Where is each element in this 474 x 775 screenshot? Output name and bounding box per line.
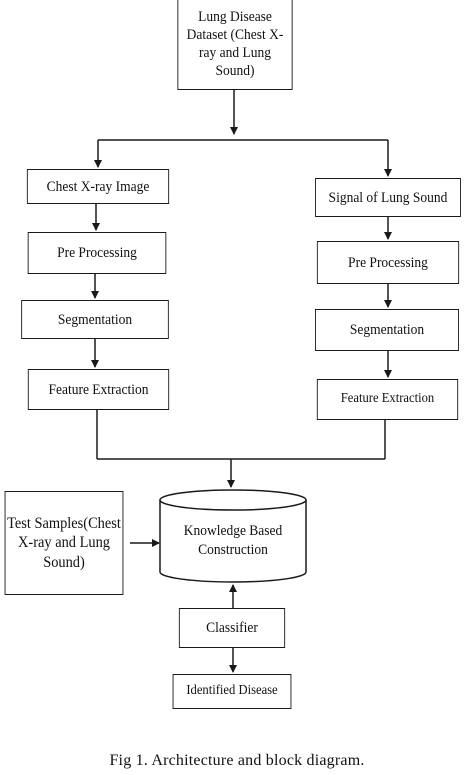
- dataset-label: Lung Disease Dataset (Chest X-ray and Lu…: [186, 9, 284, 79]
- identified-disease-box: Identified Disease: [172, 674, 292, 709]
- sound-preprocessing-box: Pre Processing: [316, 241, 460, 284]
- figure-caption: Fig 1. Architecture and block diagram.: [109, 752, 365, 769]
- xray-segmentation-box: Segmentation: [21, 300, 169, 339]
- sound-signal-box: Signal of Lung Sound: [315, 178, 461, 217]
- identified-disease-label: Identified Disease: [186, 683, 278, 699]
- sound-preprocessing-label: Pre Processing: [348, 254, 428, 271]
- xray-image-label: Chest X-ray Image: [46, 178, 150, 195]
- test-samples-box: Test Samples(Chest X-ray and Lung Sound): [4, 491, 124, 595]
- xray-preprocessing-box: Pre Processing: [27, 232, 167, 274]
- knowledge-base-cylinder: [159, 489, 307, 583]
- sound-segmentation-label: Segmentation: [349, 322, 425, 338]
- classifier-label: Classifier: [206, 620, 258, 636]
- xray-feature-extraction-label: Feature Extraction: [48, 381, 149, 398]
- xray-feature-extraction-box: Feature Extraction: [27, 369, 170, 410]
- knowledge-base-text: Knowledge Based Construction: [176, 522, 289, 560]
- knowledge-base-label: Knowledge Based Construction: [183, 523, 283, 558]
- dataset-box: Lung Disease Dataset (Chest X-ray and Lu…: [177, 0, 293, 90]
- sound-signal-label: Signal of Lung Sound: [328, 189, 448, 206]
- xray-preprocessing-label: Pre Processing: [57, 245, 137, 261]
- xray-image-box: Chest X-ray Image: [26, 169, 170, 204]
- sound-feature-extraction-box: Feature Extraction: [316, 379, 459, 420]
- xray-segmentation-label: Segmentation: [57, 311, 133, 328]
- sound-feature-extraction-label: Feature Extraction: [340, 391, 435, 407]
- sound-segmentation-box: Segmentation: [315, 309, 459, 351]
- test-samples-label: Test Samples(Chest X-ray and Lung Sound): [7, 515, 121, 571]
- classifier-box: Classifier: [178, 608, 286, 648]
